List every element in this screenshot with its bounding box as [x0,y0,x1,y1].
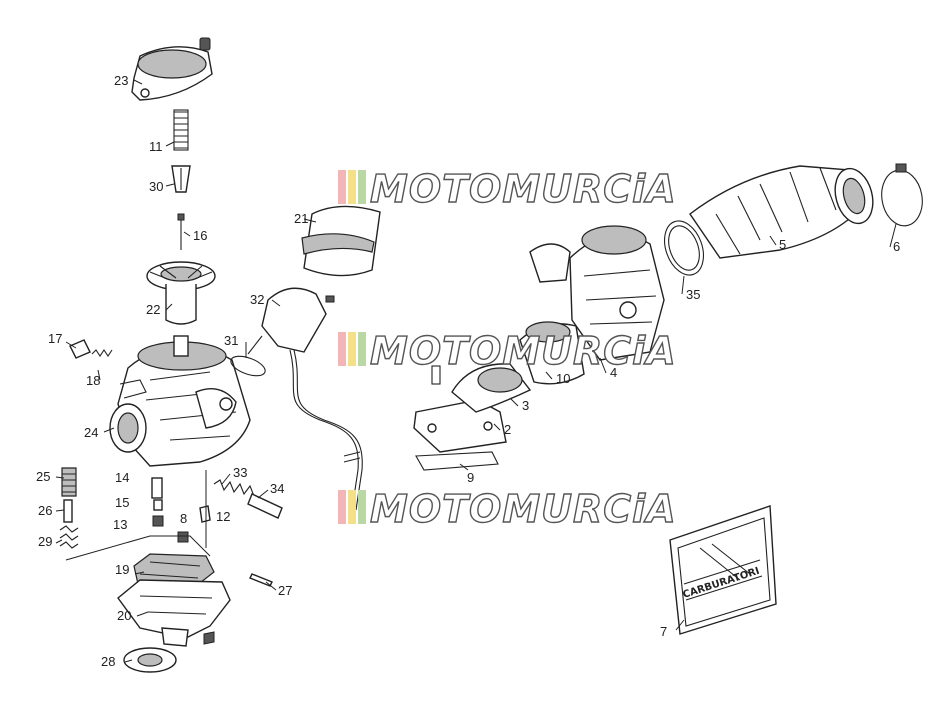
part-air-filter-sleeve [301,205,381,277]
callout-10: 10 [556,371,570,386]
part-diaphragm-slide [146,261,216,325]
callout-8: 8 [180,511,187,526]
callout-9: 9 [467,470,474,485]
callout-30: 30 [149,179,163,194]
part-clamp-35 [664,220,704,276]
watermark-text: MOTOMURCiA [370,167,677,211]
callout-6: 6 [893,239,900,254]
callout-11: 11 [149,139,163,154]
callout-23: 23 [114,73,128,88]
callout-31: 31 [224,333,238,348]
callout-21: 21 [294,211,308,226]
callout-22: 22 [146,302,160,317]
choke-wire-inner [293,349,363,511]
callout-2: 2 [504,422,511,437]
part-carburetor-body [109,335,251,467]
part-jets [151,477,211,543]
part-booklet: CARBURATORI [669,505,777,635]
watermark-text: MOTOMURCiA [370,329,677,373]
callout-34: 34 [270,481,284,496]
part-carburetor-assembled [529,225,665,361]
callout-13: 13 [113,517,127,532]
callout-15: 15 [115,495,129,510]
part-manifold-gasket [415,451,499,471]
callout-16: 16 [193,228,207,243]
callout-20: 20 [117,608,131,623]
part-o-ring [230,355,266,377]
callout-4: 4 [610,365,617,380]
callout-32: 32 [250,292,264,307]
part-intake-boot [519,321,585,385]
part-air-duct [689,165,874,259]
watermark-middle: MOTOMURCiA [338,328,677,374]
callout-24: 24 [84,425,98,440]
choke-wire [289,349,359,511]
part-needle-retainer [171,165,191,193]
callout-7: 7 [660,624,667,639]
part-clamp-6 [881,163,923,227]
callout-19: 19 [115,562,129,577]
callout-5: 5 [779,237,786,252]
callout-14: 14 [115,470,129,485]
callout-12: 12 [216,509,230,524]
part-choke-plunger [59,467,79,549]
callout-29: 29 [38,534,52,549]
part-top-cover [131,37,213,101]
callout-17: 17 [48,331,62,346]
callout-18: 18 [86,373,100,388]
part-intake-manifold [413,363,532,453]
watermark-text: MOTOMURCiA [370,487,677,531]
callout-27: 27 [278,583,292,598]
part-idle-screw [69,339,113,359]
part-small-spring [431,365,441,385]
part-float-bowl [117,579,231,647]
part-mixture-screw [213,479,283,519]
callout-3: 3 [522,398,529,413]
callout-35: 35 [686,287,700,302]
callout-25: 25 [36,469,50,484]
callout-33: 33 [233,465,247,480]
callout-26: 26 [38,503,52,518]
part-bowl-gasket [123,647,177,673]
callout-28: 28 [101,654,115,669]
part-slide-spring [173,109,189,151]
watermark-top: MOTOMURCiA [338,166,677,212]
watermark-bottom: MOTOMURCiA [338,486,677,532]
part-jet-needle [177,213,185,250]
